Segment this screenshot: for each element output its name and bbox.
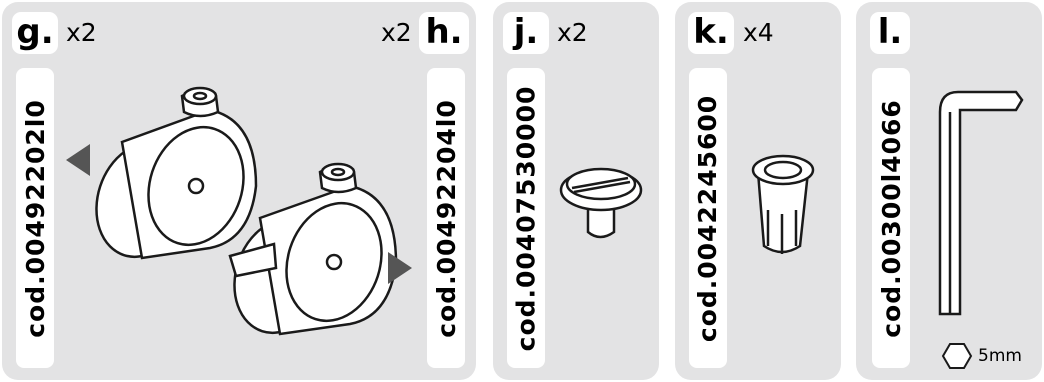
item-letter-h: h.	[419, 12, 469, 54]
item-letter-j: j.	[503, 12, 549, 54]
item-code-k: cod.0042245600	[689, 68, 727, 368]
item-code-k-text: cod.0042245600	[693, 94, 723, 342]
cap-screw-illustration	[559, 167, 643, 239]
item-letter-l: l.	[870, 12, 910, 54]
item-code-j-text: cod.00407530000	[511, 85, 541, 351]
item-code-g: cod.00492202l0	[16, 68, 54, 368]
item-quantity-h: x2	[381, 18, 412, 47]
item-quantity-k: x4	[743, 18, 774, 47]
item-code-l-text: cod.00300l4066	[876, 98, 906, 338]
item-letter-k: k.	[688, 12, 734, 54]
item-code-h: cod.00492204l0	[427, 68, 465, 368]
hexagon-icon	[941, 343, 973, 369]
arrow-right-icon	[388, 252, 412, 284]
item-code-g-text: cod.00492202l0	[20, 98, 50, 338]
item-code-l: cod.00300l4066	[872, 68, 910, 368]
item-quantity-g: x2	[66, 18, 97, 47]
hex-key-size: 5mm	[978, 346, 1022, 366]
item-letter-g: g.	[12, 12, 58, 54]
item-quantity-j: x2	[557, 18, 588, 47]
sleeve-insert-illustration	[751, 154, 815, 254]
hex-key-illustration	[938, 90, 1024, 316]
item-code-h-text: cod.00492204l0	[431, 98, 461, 338]
arrow-left-icon	[66, 144, 90, 176]
caster-wheel-illustration	[66, 86, 412, 336]
item-code-j: cod.00407530000	[507, 68, 545, 368]
